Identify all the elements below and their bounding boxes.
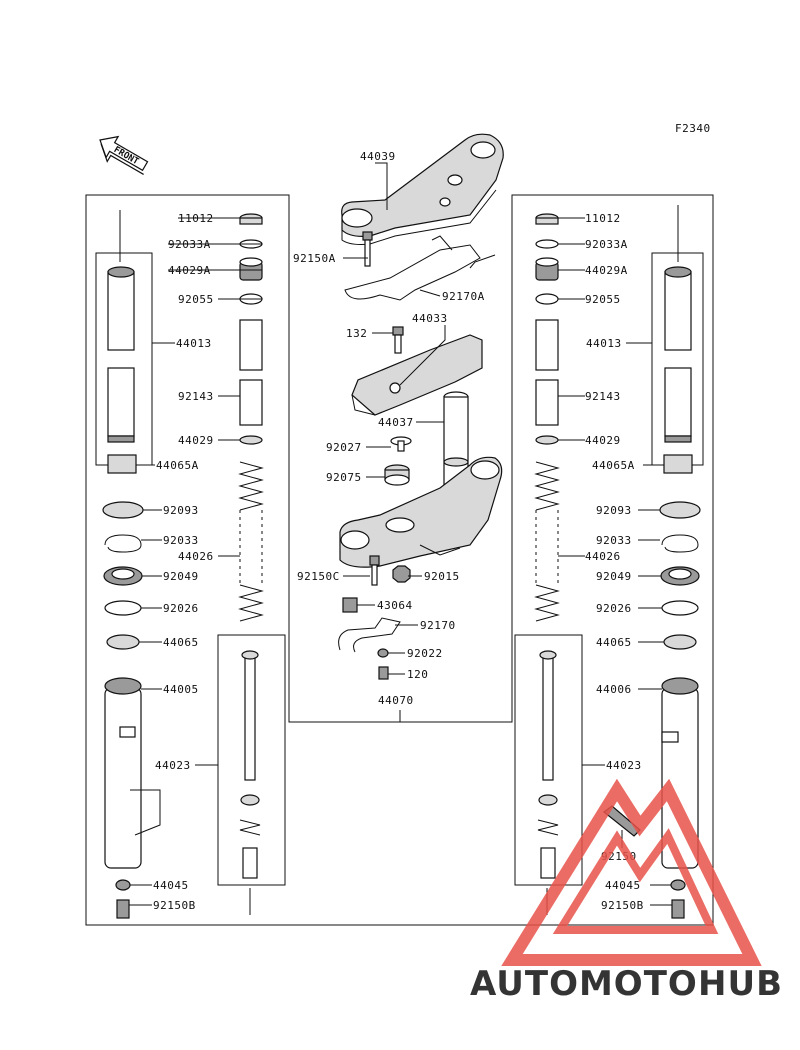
- label-120: 120: [407, 668, 428, 681]
- label-92015: 92015: [424, 570, 460, 583]
- leader-lines: [129, 162, 672, 906]
- label-right-92049: 92049: [596, 570, 632, 583]
- nut-92015: [392, 565, 411, 583]
- bolt-92150C: [369, 555, 380, 586]
- clamp-92170A: [344, 235, 496, 301]
- label-left-44045: 44045: [153, 879, 189, 892]
- label-right-44023: 44023: [606, 759, 642, 772]
- label-right-44045: 44045: [605, 879, 641, 892]
- label-right-92026: 92026: [596, 602, 632, 615]
- label-right-44026: 44026: [585, 550, 621, 563]
- watermark-text-hub: HUB: [698, 964, 783, 1004]
- label-left-11012: 11012: [178, 212, 214, 225]
- bolt-132: [392, 326, 404, 354]
- label-92150C: 92150C: [297, 570, 340, 583]
- label-92150A: 92150A: [293, 252, 336, 265]
- front-arrow-icon: FRONT: [99, 135, 149, 175]
- label-92170A: 92170A: [442, 290, 485, 303]
- label-left-92026: 92026: [163, 602, 199, 615]
- label-left-44005: 44005: [163, 683, 199, 696]
- label-92170: 92170: [420, 619, 456, 632]
- screw-120: [378, 666, 389, 680]
- label-left-44065: 44065: [163, 636, 199, 649]
- label-right-44006: 44006: [596, 683, 632, 696]
- bolt-92150A: [362, 231, 373, 267]
- label-right-44065A: 44065A: [592, 459, 635, 472]
- label-left-92055: 92055: [178, 293, 214, 306]
- label-left-44026: 44026: [178, 550, 214, 563]
- label-right-92093: 92093: [596, 504, 632, 517]
- label-right-44029A: 44029A: [585, 264, 628, 277]
- clamp-92170: [338, 617, 401, 653]
- label-right-92033: 92033: [596, 534, 632, 547]
- label-left-44029: 44029: [178, 434, 214, 447]
- label-left-92049: 92049: [163, 570, 199, 583]
- part-labels: 44039 92150A 92170A 132 44033 44037 9202…: [153, 150, 644, 912]
- label-right-92143: 92143: [585, 390, 621, 403]
- label-right-11012: 11012: [585, 212, 621, 225]
- label-44033: 44033: [412, 312, 448, 325]
- label-left-44023: 44023: [155, 759, 191, 772]
- left-fork-parts: [102, 213, 264, 919]
- label-92022: 92022: [407, 647, 443, 660]
- label-43064: 43064: [377, 599, 413, 612]
- label-44039: 44039: [360, 150, 396, 163]
- label-44037: 44037: [378, 416, 414, 429]
- washer-92022: [377, 648, 389, 658]
- upper-bracket-44039: [341, 133, 504, 245]
- label-right-44029: 44029: [585, 434, 621, 447]
- label-right-44065: 44065: [596, 636, 632, 649]
- label-44070: 44070: [378, 694, 414, 707]
- label-right-44013: 44013: [586, 337, 622, 350]
- steering-stem-44037: [443, 391, 469, 528]
- watermark-text-automoto: AUTOMOTO: [470, 964, 698, 1004]
- label-left-92150B: 92150B: [153, 899, 196, 912]
- label-left-92143: 92143: [178, 390, 214, 403]
- label-92027: 92027: [326, 441, 362, 454]
- label-right-92150B: 92150B: [601, 899, 644, 912]
- bushing-92075: [384, 464, 410, 486]
- label-132: 132: [346, 327, 367, 340]
- label-left-92093: 92093: [163, 504, 199, 517]
- lower-bracket: [339, 456, 503, 568]
- label-right-92033A: 92033A: [585, 238, 628, 251]
- figure-code: F2340: [675, 122, 711, 135]
- label-right-92055: 92055: [585, 293, 621, 306]
- label-92075: 92075: [326, 471, 362, 484]
- label-left-92033: 92033: [163, 534, 199, 547]
- label-left-92033A: 92033A: [168, 238, 211, 251]
- label-left-44013: 44013: [176, 337, 212, 350]
- label-left-44065A: 44065A: [156, 459, 199, 472]
- label-left-44029A: 44029A: [168, 264, 211, 277]
- cover-44033: [351, 334, 483, 416]
- washer-92027: [390, 436, 412, 452]
- grommet-43064: [342, 597, 358, 613]
- watermark-logo: AUTOMOTO HUB: [470, 778, 783, 1004]
